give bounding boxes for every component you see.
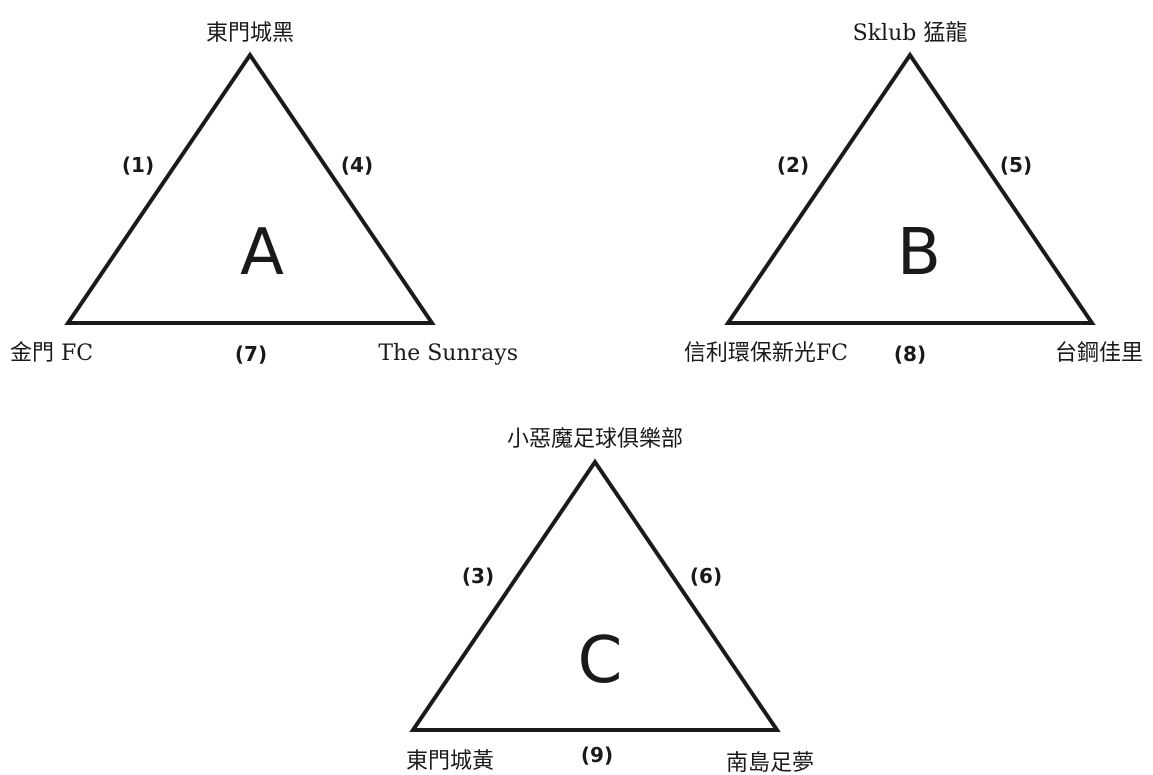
group-b-team-left: 信利環保新光FC <box>684 341 848 366</box>
group-a-triangle <box>64 51 436 325</box>
group-a: 東門城黑 金門 FC The Sunrays (1) (4) (7) A <box>10 21 518 366</box>
group-c-team-top: 小惡魔足球俱樂部 <box>507 427 683 452</box>
group-b-label: B <box>897 216 941 290</box>
group-c-match-left: (3) <box>462 564 494 588</box>
group-b-team-top: Sklub 猛龍 <box>853 21 968 46</box>
group-a-team-right: The Sunrays <box>378 341 518 366</box>
group-c: 小惡魔足球俱樂部 東門城黃 南島足夢 (3) (6) (9) C <box>406 427 814 775</box>
group-a-team-top: 東門城黑 <box>206 21 294 46</box>
group-b: Sklub 猛龍 信利環保新光FC 台鋼佳里 (2) (5) (8) B <box>684 21 1143 366</box>
group-b-match-right: (5) <box>1000 153 1032 177</box>
group-c-match-right: (6) <box>690 564 722 588</box>
group-c-label: C <box>578 624 623 698</box>
group-b-triangle <box>724 51 1096 325</box>
group-c-team-right: 南島足夢 <box>726 751 814 775</box>
group-a-label: A <box>240 216 284 290</box>
group-b-team-right: 台鋼佳里 <box>1055 341 1143 366</box>
group-c-triangle <box>409 458 781 732</box>
group-a-match-left: (1) <box>122 153 154 177</box>
group-a-team-left: 金門 FC <box>10 341 93 366</box>
group-c-match-bottom: (9) <box>581 743 613 767</box>
group-b-match-left: (2) <box>777 153 809 177</box>
group-a-match-right: (4) <box>341 153 373 177</box>
group-a-match-bottom: (7) <box>235 342 267 366</box>
group-c-team-left: 東門城黃 <box>406 749 494 774</box>
group-b-match-bottom: (8) <box>894 342 926 366</box>
